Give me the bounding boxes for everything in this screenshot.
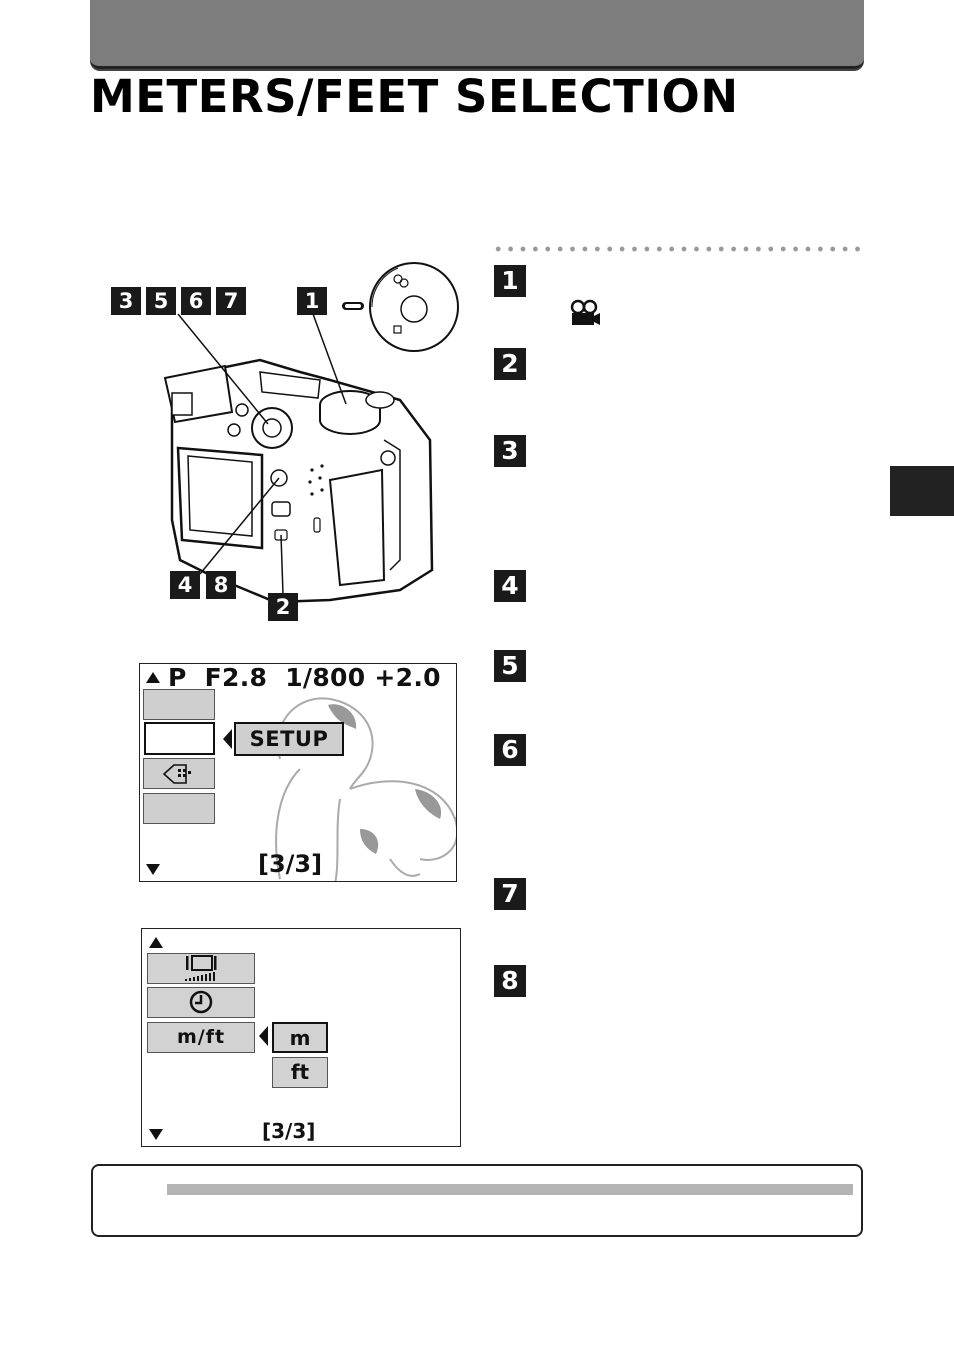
exposure-status: P F2.8 1/800 +2.0 — [168, 663, 441, 692]
step-3-number: 3 — [494, 435, 526, 467]
page-indicator: [3/3] — [262, 1119, 316, 1143]
menu-tab-1[interactable] — [143, 689, 215, 720]
menu-tab-setup-selected[interactable] — [144, 722, 215, 755]
menu-tab-card[interactable] — [143, 758, 215, 789]
scroll-down-icon — [146, 864, 160, 875]
callout-4: 4 — [170, 571, 200, 599]
callout-8: 8 — [206, 571, 236, 599]
scroll-down-icon — [149, 1129, 163, 1140]
clock-icon — [189, 990, 213, 1014]
callout-2: 2 — [268, 593, 298, 621]
step-4-number: 4 — [494, 570, 526, 602]
page-title: METERS/FEET SELECTION — [90, 70, 739, 123]
callout-5: 5 — [146, 287, 176, 315]
option-meters[interactable]: m — [272, 1022, 328, 1053]
movie-camera-icon — [570, 299, 600, 325]
callout-7: 7 — [216, 287, 246, 315]
lcd-screen-setup-menu: m/ft m ft [3/3] — [141, 928, 461, 1147]
scroll-up-icon — [149, 937, 163, 948]
card-setup-icon — [162, 764, 191, 784]
step-8-number: 8 — [494, 965, 526, 997]
menu-tab-4[interactable] — [143, 793, 215, 824]
note-bar — [167, 1184, 853, 1195]
option-feet[interactable]: ft — [272, 1057, 328, 1088]
step-5-number: 5 — [494, 650, 526, 682]
step-6-number: 6 — [494, 734, 526, 766]
step-7-number: 7 — [494, 878, 526, 910]
chapter-tab — [890, 466, 954, 516]
setup-tab-label[interactable]: SETUP — [234, 722, 344, 756]
clock-setting-item[interactable] — [147, 987, 255, 1018]
page-indicator: [3/3] — [258, 850, 323, 878]
scroll-up-icon — [146, 672, 160, 683]
meters-feet-item[interactable]: m/ft — [147, 1022, 255, 1053]
step-2-number: 2 — [494, 348, 526, 380]
selection-arrow-icon — [259, 1026, 268, 1046]
callout-3: 3 — [111, 287, 141, 315]
camera-illustration — [163, 262, 459, 604]
dotted-divider — [492, 246, 864, 252]
lcd-screen-top-menu: P F2.8 1/800 +2.0 SETUP [3/3] — [139, 663, 457, 882]
monitor-brightness-item[interactable] — [147, 953, 255, 984]
callout-1: 1 — [297, 287, 327, 315]
callout-6: 6 — [181, 287, 211, 315]
monitor-brightness-icon — [185, 955, 217, 981]
step-1-number: 1 — [494, 265, 526, 297]
selection-arrow-icon — [223, 729, 232, 749]
header-bar — [90, 0, 864, 69]
dog-background-illustration — [275, 697, 456, 881]
note-box — [91, 1164, 863, 1237]
